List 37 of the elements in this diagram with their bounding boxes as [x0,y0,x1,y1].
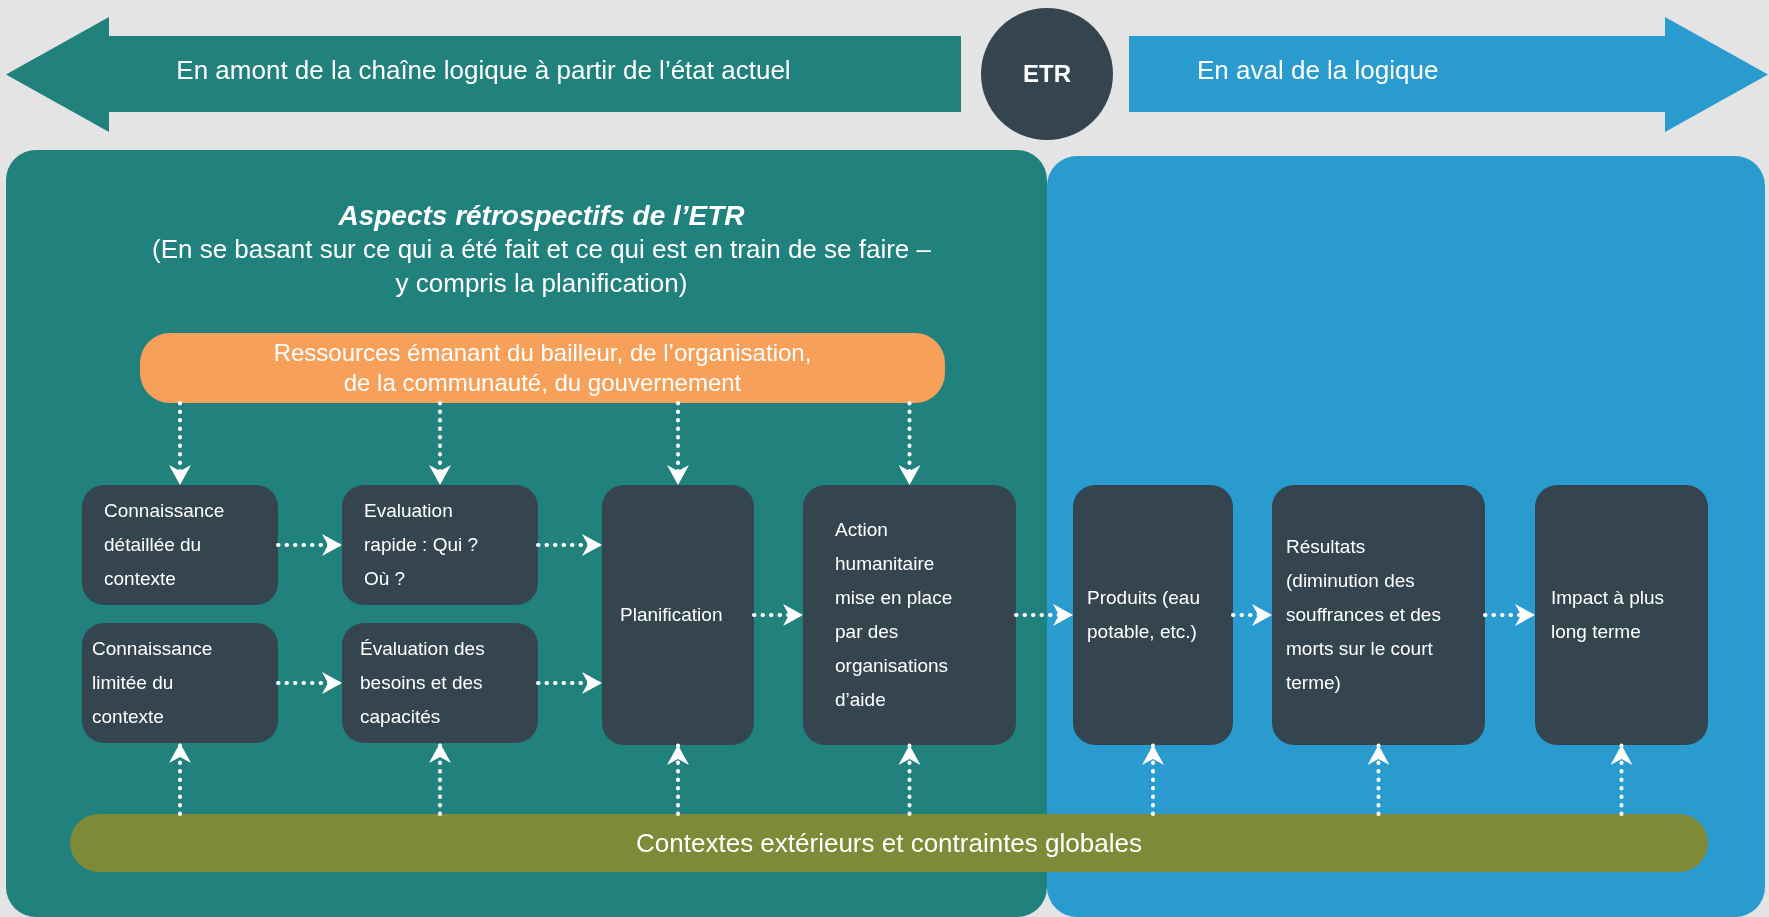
banner-text: En aval de la logique [1197,55,1439,86]
panel-title: Aspects rétrospectifs de l’ETR [337,200,746,232]
process-box: Résultats (diminution des souffrances et des morts sur le court terme) [1272,485,1485,745]
arrow [169,741,191,816]
arrow [276,672,344,694]
arrow [1610,743,1633,816]
process-box: Connaissance limitée du contexte [82,623,278,743]
process-box: Impact à plus long terme [1535,485,1708,745]
resource-banner: Ressources émanant du bailleur, de l’organisation, de la communauté, du gouvernement [140,333,945,403]
arrow [667,743,689,816]
arrow [1014,604,1075,626]
process-box: Connaissance détaillée du contexte [82,485,278,605]
process-box: Planification [602,485,754,745]
arrow [898,743,921,816]
panel [1047,156,1765,917]
arrow [169,401,191,487]
process-box: Produits (eau potable, etc.) [1073,485,1233,745]
arrow [752,604,805,626]
process-box: Évaluation des besoins et des capacités [342,623,538,743]
arrow [276,534,344,556]
panel-subtitle: (En se basant sur ce qui a été fait et ce qui est en train de se faire – y compris la planification) [151,233,932,300]
arrow [536,672,604,694]
banner-text: En amont de la chaîne logique à partir de l’état actuel [175,55,792,86]
arrow [1367,743,1390,816]
arrow [1483,604,1537,626]
arrow [429,741,451,816]
arrow [667,401,689,487]
arrow [1231,604,1274,626]
process-box: Action humanitaire mise en place par des organisations d’aide [803,485,1016,745]
circle-badge: ETR [981,8,1113,140]
process-box: Evaluation rapide : Qui ? Où ? [342,485,538,605]
panel [6,150,1047,917]
context-banner: Contextes extérieurs et contraintes globales [70,814,1708,872]
arrow [536,534,604,556]
arrow [898,401,921,487]
arrow [429,401,451,487]
arrow [1142,743,1164,816]
